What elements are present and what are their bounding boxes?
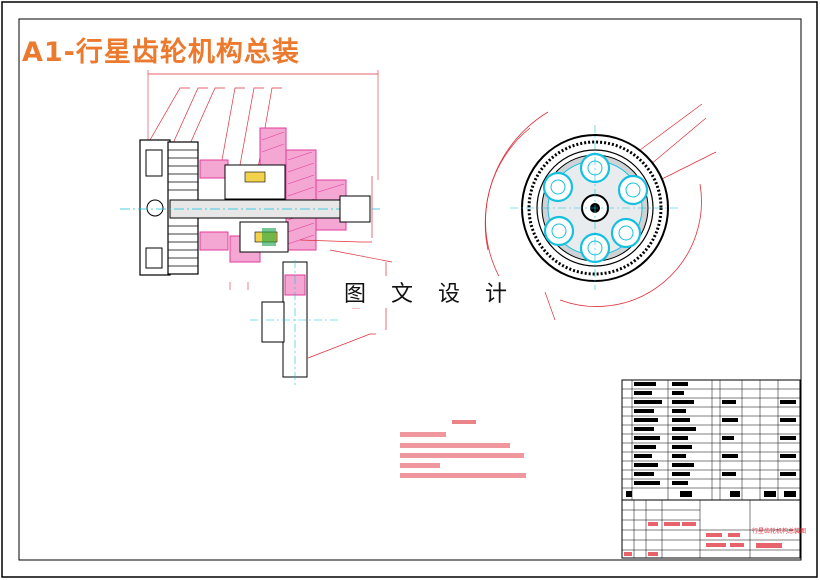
title-block-drawing-name: 行星齿轮机构总装图 <box>752 528 807 535</box>
watermark-text: 图 文 设 计 <box>342 276 518 308</box>
end-view <box>484 103 717 321</box>
technical-notes <box>400 420 526 478</box>
inner-border <box>18 18 802 561</box>
parts-list <box>621 379 801 501</box>
side-section-view <box>120 70 393 385</box>
title-block <box>621 499 801 559</box>
drawing-title: A1-行星齿轮机构总装 <box>22 37 300 68</box>
